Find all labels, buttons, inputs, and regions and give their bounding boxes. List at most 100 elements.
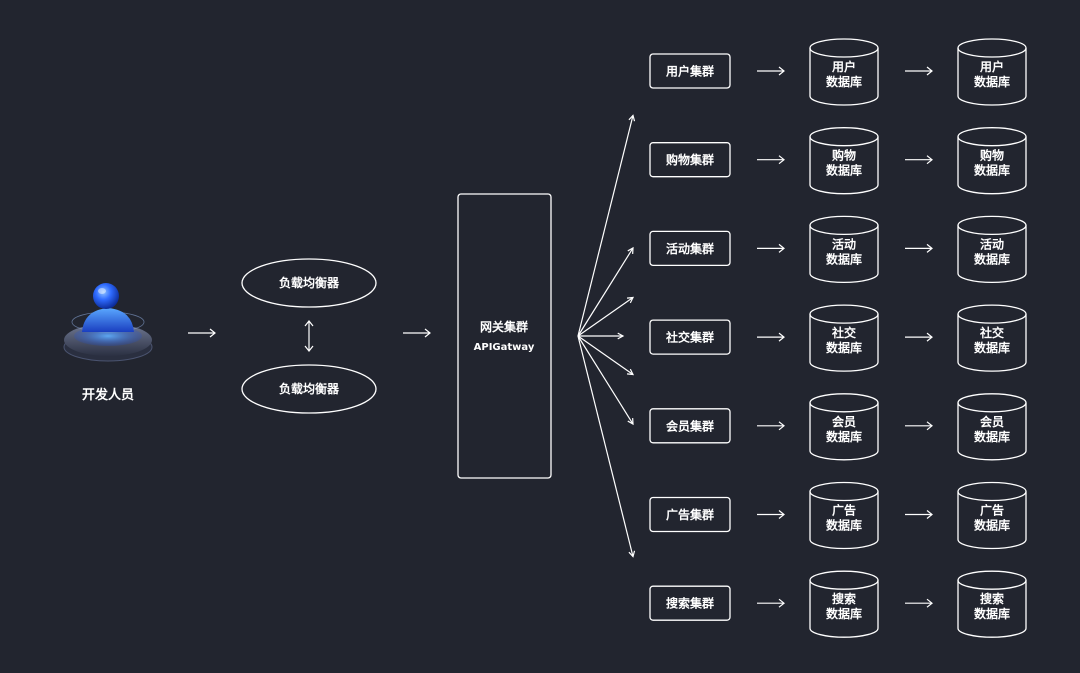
cluster-label: 会员集群 [666,418,714,433]
database-secondary-label-1: 购物 [980,148,1004,163]
cluster-box: 活动集群 [649,230,731,267]
fanout-arrow [577,114,636,337]
cluster-label: 广告集群 [666,507,714,522]
database-secondary-label-1: 用户 [979,59,1004,74]
cluster-rows: 用户集群用户数据库用户数据库购物集群购物数据库购物数据库活动集群活动数据库活动数… [649,38,1027,638]
database-secondary-label-2: 数据库 [974,163,1010,178]
database-secondary-label-1: 搜索 [980,591,1004,606]
cluster-row: 广告集群广告数据库广告数据库 [649,481,1027,550]
cluster-row: 用户集群用户数据库用户数据库 [649,38,1027,106]
arrow-db-to-db [905,66,933,76]
arrow-lb-to-gateway [403,328,431,338]
fanout-arrow [577,335,635,376]
database-secondary-label-1: 社交 [979,325,1004,340]
arrow-cluster-to-db [757,155,785,165]
cluster-row: 会员集群会员数据库会员数据库 [649,393,1027,461]
arrow-cluster-to-db [757,332,785,342]
load-balancer-2: 负载均衡器 [241,364,377,414]
gateway-title: 网关集群 [480,319,528,334]
database-secondary-label-1: 会员 [980,414,1004,429]
arrow-cluster-to-db [757,598,785,608]
database-primary-label-2: 数据库 [826,429,862,444]
cluster-label: 社交集群 [665,330,714,345]
gateway-subtitle: APIGatway [474,342,535,353]
database-secondary-label-2: 数据库 [974,429,1010,444]
arrow-db-to-db [905,155,933,165]
database-secondary-label-2: 数据库 [974,518,1010,533]
fanout-arrow [577,296,635,337]
cluster-label: 购物集群 [666,152,714,167]
cluster-row: 搜索集群搜索数据库搜索数据库 [649,570,1027,638]
cluster-box: 购物集群 [649,142,731,178]
load-balancer-2-label: 负载均衡器 [279,381,340,396]
database-secondary-label-2: 数据库 [974,251,1010,266]
database-primary-label-1: 会员 [832,414,856,429]
gateway-fanout-arrows [577,114,636,558]
cluster-box: 用户集群 [649,53,731,89]
cluster-box: 广告集群 [649,496,731,533]
developer-label: 开发人员 [82,387,134,403]
database-secondary-label-2: 数据库 [974,340,1010,355]
fanout-arrow [577,335,636,558]
fanout-arrow [578,332,625,340]
database-secondary-label-1: 活动 [980,236,1004,251]
arrow-db-to-db [905,510,933,519]
database-primary-label-2: 数据库 [826,251,862,266]
arrow-cluster-to-db [757,421,785,431]
cluster-box: 搜索集群 [649,585,731,621]
database-primary-label-1: 广告 [832,503,856,518]
database-primary-label-2: 数据库 [826,340,862,355]
arrow-lb-bidirectional [304,320,314,352]
database-primary-label-2: 数据库 [826,163,862,178]
database-secondary-label-2: 数据库 [974,74,1010,89]
developer-avatar-icon [63,283,153,362]
arrow-db-to-db [905,332,933,342]
database-primary-label-2: 数据库 [826,518,862,533]
cluster-row: 活动集群活动数据库活动数据库 [649,215,1027,284]
arrow-db-to-db [905,243,933,253]
database-primary-label-2: 数据库 [826,74,862,89]
arrow-dev-to-lb [188,328,216,338]
database-primary-label-1: 购物 [832,148,856,163]
arrow-db-to-db [905,598,933,608]
cluster-row: 社交集群社交数据库社交数据库 [649,304,1027,372]
cluster-box: 会员集群 [649,408,731,444]
cluster-row: 购物集群购物数据库购物数据库 [649,127,1027,195]
database-primary-label-1: 活动 [832,236,856,251]
cluster-label: 搜索集群 [666,596,714,611]
arrow-cluster-to-db [757,66,785,76]
database-secondary-label-2: 数据库 [974,606,1010,621]
fanout-arrow [577,246,634,337]
arrow-cluster-to-db [757,510,785,519]
load-balancer-1-label: 负载均衡器 [279,275,340,290]
cluster-label: 活动集群 [666,241,714,256]
arrow-cluster-to-db [757,243,785,253]
arrow-db-to-db [905,421,933,431]
database-primary-label-1: 用户 [831,59,856,74]
fanout-arrow [577,335,634,426]
cluster-label: 用户集群 [665,64,714,79]
gateway-cluster: 网关集群 APIGatway [457,193,552,479]
database-primary-label-1: 社交 [831,325,856,340]
load-balancer-1: 负载均衡器 [241,258,377,308]
cluster-box: 社交集群 [649,319,731,355]
database-secondary-label-1: 广告 [980,503,1004,518]
database-primary-label-1: 搜索 [832,591,856,606]
database-primary-label-2: 数据库 [826,606,862,621]
